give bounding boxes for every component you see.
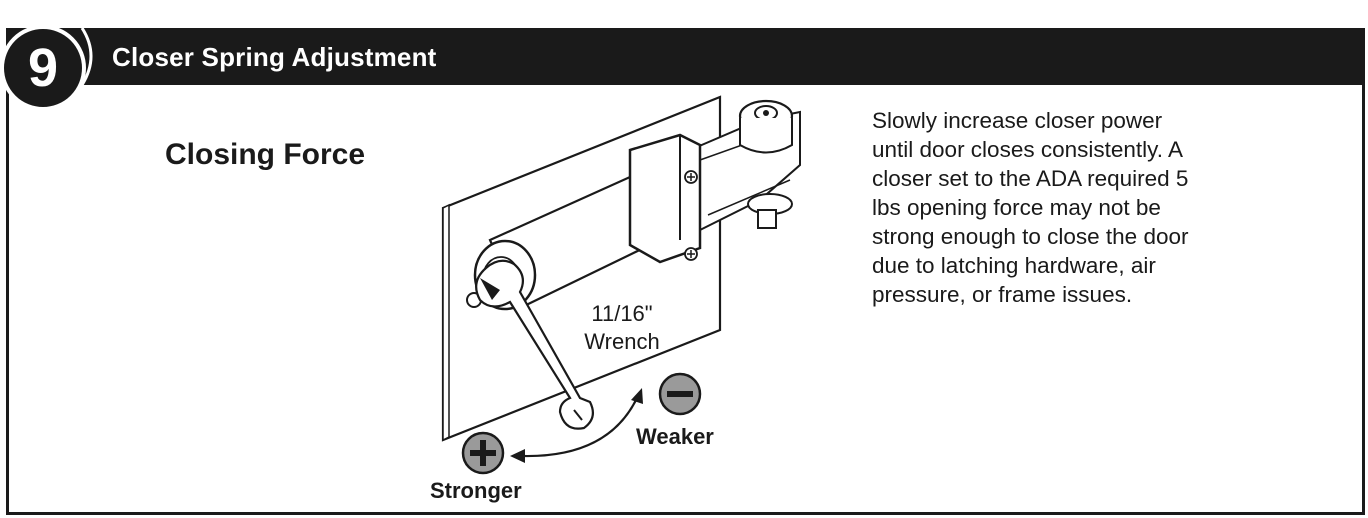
door-closer-illustration: [441, 95, 801, 475]
step-number: 9: [27, 38, 59, 98]
wrench-size-label: 11/16" Wrench: [572, 300, 672, 356]
wrench-size-text: 11/16": [591, 301, 653, 326]
closer-arm: [688, 99, 801, 232]
adjustment-description: Slowly increase closer power until door …: [872, 108, 1189, 307]
section-title: Closer Spring Adjustment: [112, 42, 437, 72]
closing-force-heading: Closing Force: [165, 138, 366, 171]
header-divider-arc: [80, 28, 93, 85]
step-number-badge: 9: [0, 25, 86, 111]
header-bar: [6, 28, 1362, 85]
minus-circle-icon: [658, 372, 702, 416]
wrench-icon: [475, 259, 595, 430]
end-cap-bracket: [628, 133, 702, 264]
weaker-label: Weaker: [636, 424, 714, 449]
wrench-text: Wrench: [584, 329, 660, 354]
adjust-direction-arrow: [510, 388, 643, 463]
stronger-label: Stronger: [430, 478, 522, 503]
plus-circle-icon: [461, 431, 505, 475]
